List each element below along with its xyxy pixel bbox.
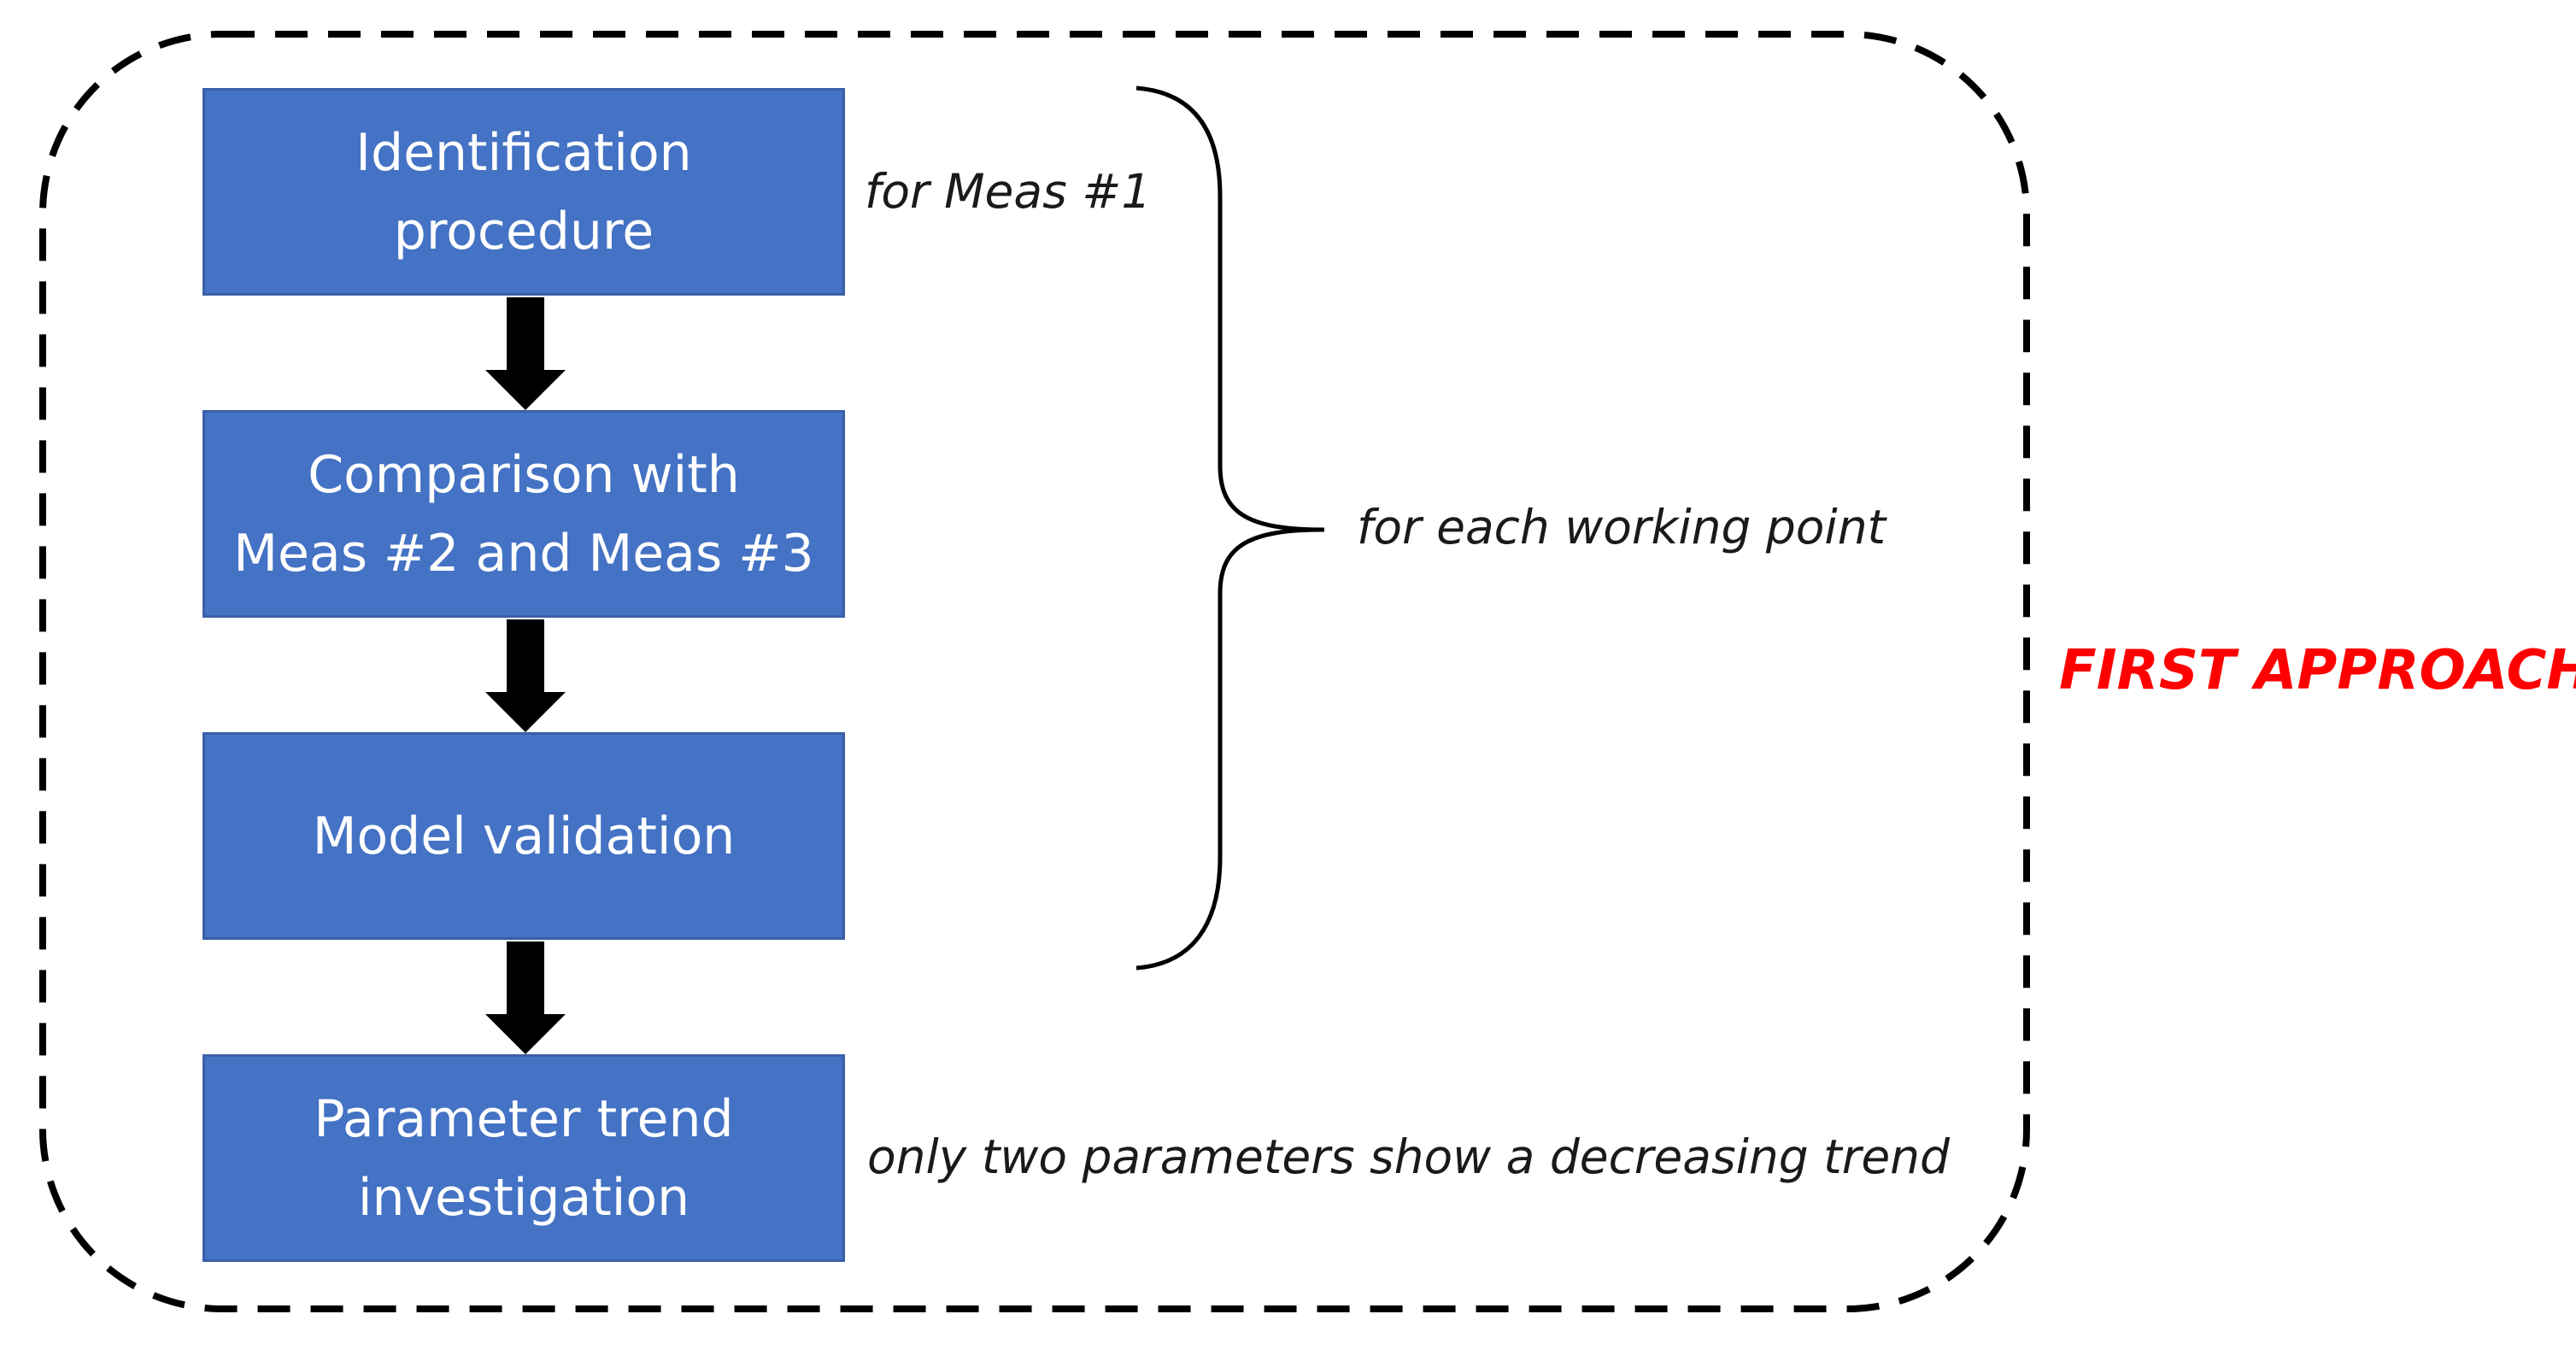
step-label: Parameter trend investigation [314,1088,734,1228]
arrow-1 [485,297,566,410]
step-label: Model validation [312,806,736,866]
step-label: Identification procedure [355,122,692,261]
step-comparison: Comparison with Meas #2 and Meas #3 [202,410,845,618]
step-label: Comparison with Meas #2 and Meas #3 [233,444,814,584]
step-parameter-trend: Parameter trend investigation [202,1054,845,1262]
step-model-validation: Model validation [202,732,845,940]
approach-boundary [39,31,2030,1312]
approach-label: FIRST APPROACH [2059,639,2576,702]
arrow-2 [485,619,566,732]
annotation-trend-result: only two parameters show a decreasing tr… [867,1129,1950,1184]
step-identification-procedure: Identification procedure [202,88,845,296]
annotation-meas1: for Meas #1 [865,164,1152,219]
annotation-working-point: for each working point [1357,500,1887,554]
arrow-3 [485,942,566,1054]
grouping-brace [1135,85,1323,971]
